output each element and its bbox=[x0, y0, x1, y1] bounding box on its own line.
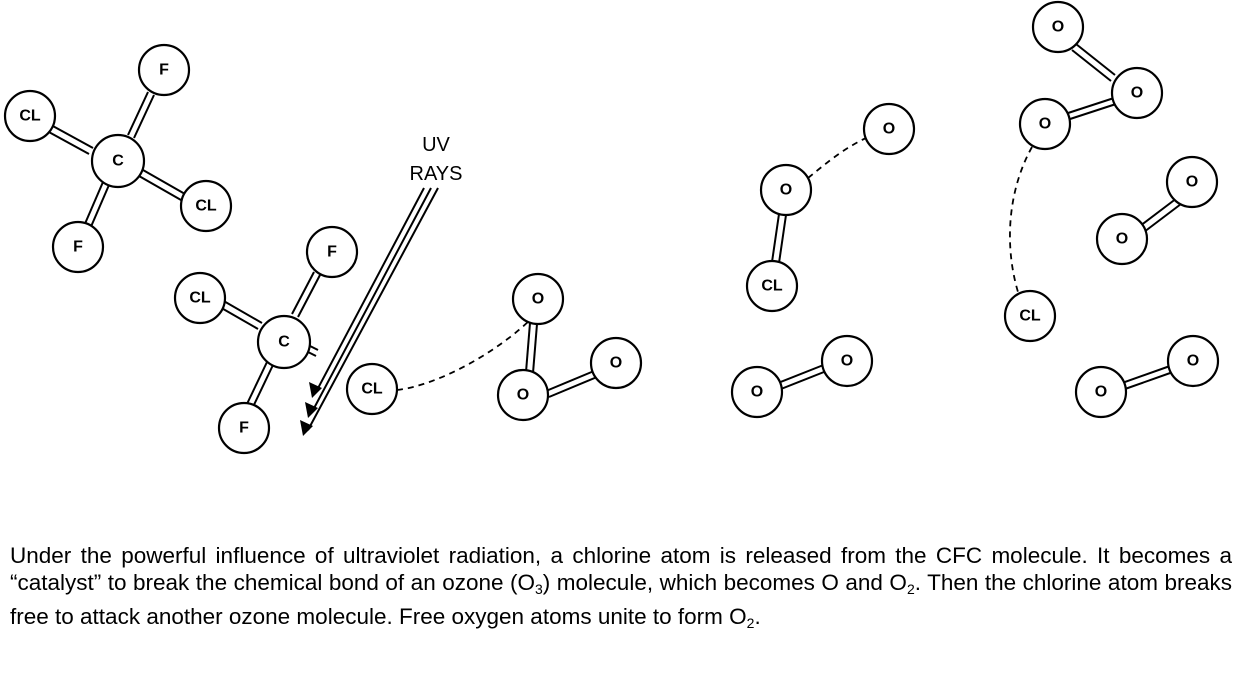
bond-o-o bbox=[1139, 197, 1182, 233]
svg-text:CL: CL bbox=[19, 108, 41, 125]
svg-text:CL: CL bbox=[195, 198, 217, 215]
bond-c-f-bottom bbox=[245, 361, 274, 410]
chlorine-atom: CL bbox=[179, 179, 233, 233]
bond-o-o bbox=[1121, 365, 1174, 390]
chlorine-attack-group: CL O O O bbox=[345, 272, 643, 422]
bond-c-cl-right bbox=[138, 169, 186, 201]
caption-subscript: 2 bbox=[906, 581, 915, 597]
chlorine-monoxide-group: O O CL bbox=[745, 102, 916, 313]
dashed-attraction bbox=[396, 317, 533, 391]
caption-subscript: 2 bbox=[746, 615, 755, 631]
svg-text:O: O bbox=[610, 355, 622, 372]
svg-text:O: O bbox=[883, 121, 895, 138]
bond-c-f-bottom bbox=[83, 181, 110, 230]
svg-text:O: O bbox=[841, 353, 853, 370]
svg-text:F: F bbox=[159, 62, 169, 79]
oxygen-atom: O bbox=[511, 272, 565, 326]
bond-o-cl bbox=[771, 213, 787, 264]
svg-text:CL: CL bbox=[361, 381, 383, 398]
bond-o-o bbox=[1064, 97, 1117, 121]
fluorine-atom: F bbox=[305, 225, 359, 279]
bond-c-cl-left bbox=[46, 124, 94, 155]
oxygen-atom: O bbox=[1031, 0, 1085, 54]
fluorine-atom: F bbox=[51, 220, 105, 274]
svg-text:O: O bbox=[1186, 174, 1198, 191]
svg-text:CL: CL bbox=[761, 278, 783, 295]
oxygen-atom: O bbox=[1110, 66, 1164, 120]
svg-text:O: O bbox=[1039, 116, 1051, 133]
bond-c-f-top bbox=[291, 271, 321, 318]
chlorine-atom: CL bbox=[173, 271, 227, 325]
fluorine-atom: F bbox=[217, 401, 271, 455]
svg-text:F: F bbox=[327, 244, 337, 261]
svg-text:F: F bbox=[73, 239, 83, 256]
oxygen-atom: O bbox=[1018, 97, 1072, 151]
bond-c-f-top bbox=[127, 91, 155, 139]
dashed-attraction bbox=[807, 137, 867, 179]
bond-o-o bbox=[525, 322, 538, 374]
oxygen-atom: O bbox=[1165, 155, 1219, 209]
svg-text:O: O bbox=[1187, 353, 1199, 370]
svg-text:C: C bbox=[112, 153, 124, 170]
oxygen-atom: O bbox=[589, 336, 643, 390]
diagram-caption: Under the powerful influence of ultravio… bbox=[10, 542, 1232, 637]
caption-subscript: 3 bbox=[535, 581, 543, 597]
svg-text:O: O bbox=[1131, 85, 1143, 102]
svg-text:O: O bbox=[517, 387, 529, 404]
uv-label-line1: UV bbox=[422, 134, 450, 156]
bond-o-o bbox=[1071, 43, 1116, 82]
bond-o-o bbox=[545, 370, 598, 398]
oxygen-atom: O bbox=[820, 334, 874, 388]
caption-part: ) molecule, which becomes O and O bbox=[542, 570, 907, 595]
caption-part: . Then the chlorine atom breaks free to … bbox=[10, 570, 1232, 629]
oxygen-atom: O bbox=[1095, 212, 1149, 266]
cfc-molecule-2: CL F C F bbox=[173, 225, 359, 455]
carbon-atom: C bbox=[90, 133, 146, 189]
ozone-attack-group-2: O O O CL bbox=[1003, 0, 1164, 343]
svg-text:F: F bbox=[239, 420, 249, 437]
oxygen-molecule: O O bbox=[1074, 334, 1220, 419]
bond-o-o bbox=[777, 363, 830, 390]
oxygen-molecule: O O bbox=[1095, 155, 1219, 266]
oxygen-molecule: O O bbox=[730, 334, 874, 419]
svg-text:O: O bbox=[1095, 384, 1107, 401]
svg-text:O: O bbox=[751, 384, 763, 401]
svg-text:CL: CL bbox=[189, 290, 211, 307]
svg-text:O: O bbox=[1052, 19, 1064, 36]
uv-label-line2: RAYS bbox=[410, 163, 463, 185]
svg-text:C: C bbox=[278, 334, 290, 351]
caption-part: Under the powerful influence of ultravio… bbox=[10, 543, 1232, 595]
svg-text:CL: CL bbox=[1019, 308, 1041, 325]
chlorine-atom: CL bbox=[345, 362, 399, 416]
uv-rays: UV RAYS bbox=[300, 134, 462, 436]
ozone-depletion-diagram: CL F C CL F bbox=[3, 0, 1220, 455]
svg-text:O: O bbox=[780, 182, 792, 199]
oxygen-atom: O bbox=[862, 102, 916, 156]
oxygen-atom: O bbox=[730, 365, 784, 419]
cfc-molecule-1: CL F C CL F bbox=[3, 43, 233, 274]
dashed-attraction bbox=[1009, 146, 1033, 293]
chlorine-atom: CL bbox=[745, 259, 799, 313]
svg-text:O: O bbox=[532, 291, 544, 308]
caption-part: . bbox=[754, 604, 761, 629]
bond-c-cl bbox=[217, 299, 263, 330]
oxygen-atom: O bbox=[759, 163, 813, 217]
chlorine-atom: CL bbox=[1003, 289, 1057, 343]
broken-bond-stub bbox=[307, 345, 319, 357]
svg-text:O: O bbox=[1116, 231, 1128, 248]
carbon-atom: C bbox=[256, 314, 312, 370]
oxygen-atom: O bbox=[496, 368, 550, 422]
fluorine-atom: F bbox=[137, 43, 191, 97]
oxygen-atom: O bbox=[1166, 334, 1220, 388]
chlorine-atom: CL bbox=[3, 89, 57, 143]
oxygen-atom: O bbox=[1074, 365, 1128, 419]
